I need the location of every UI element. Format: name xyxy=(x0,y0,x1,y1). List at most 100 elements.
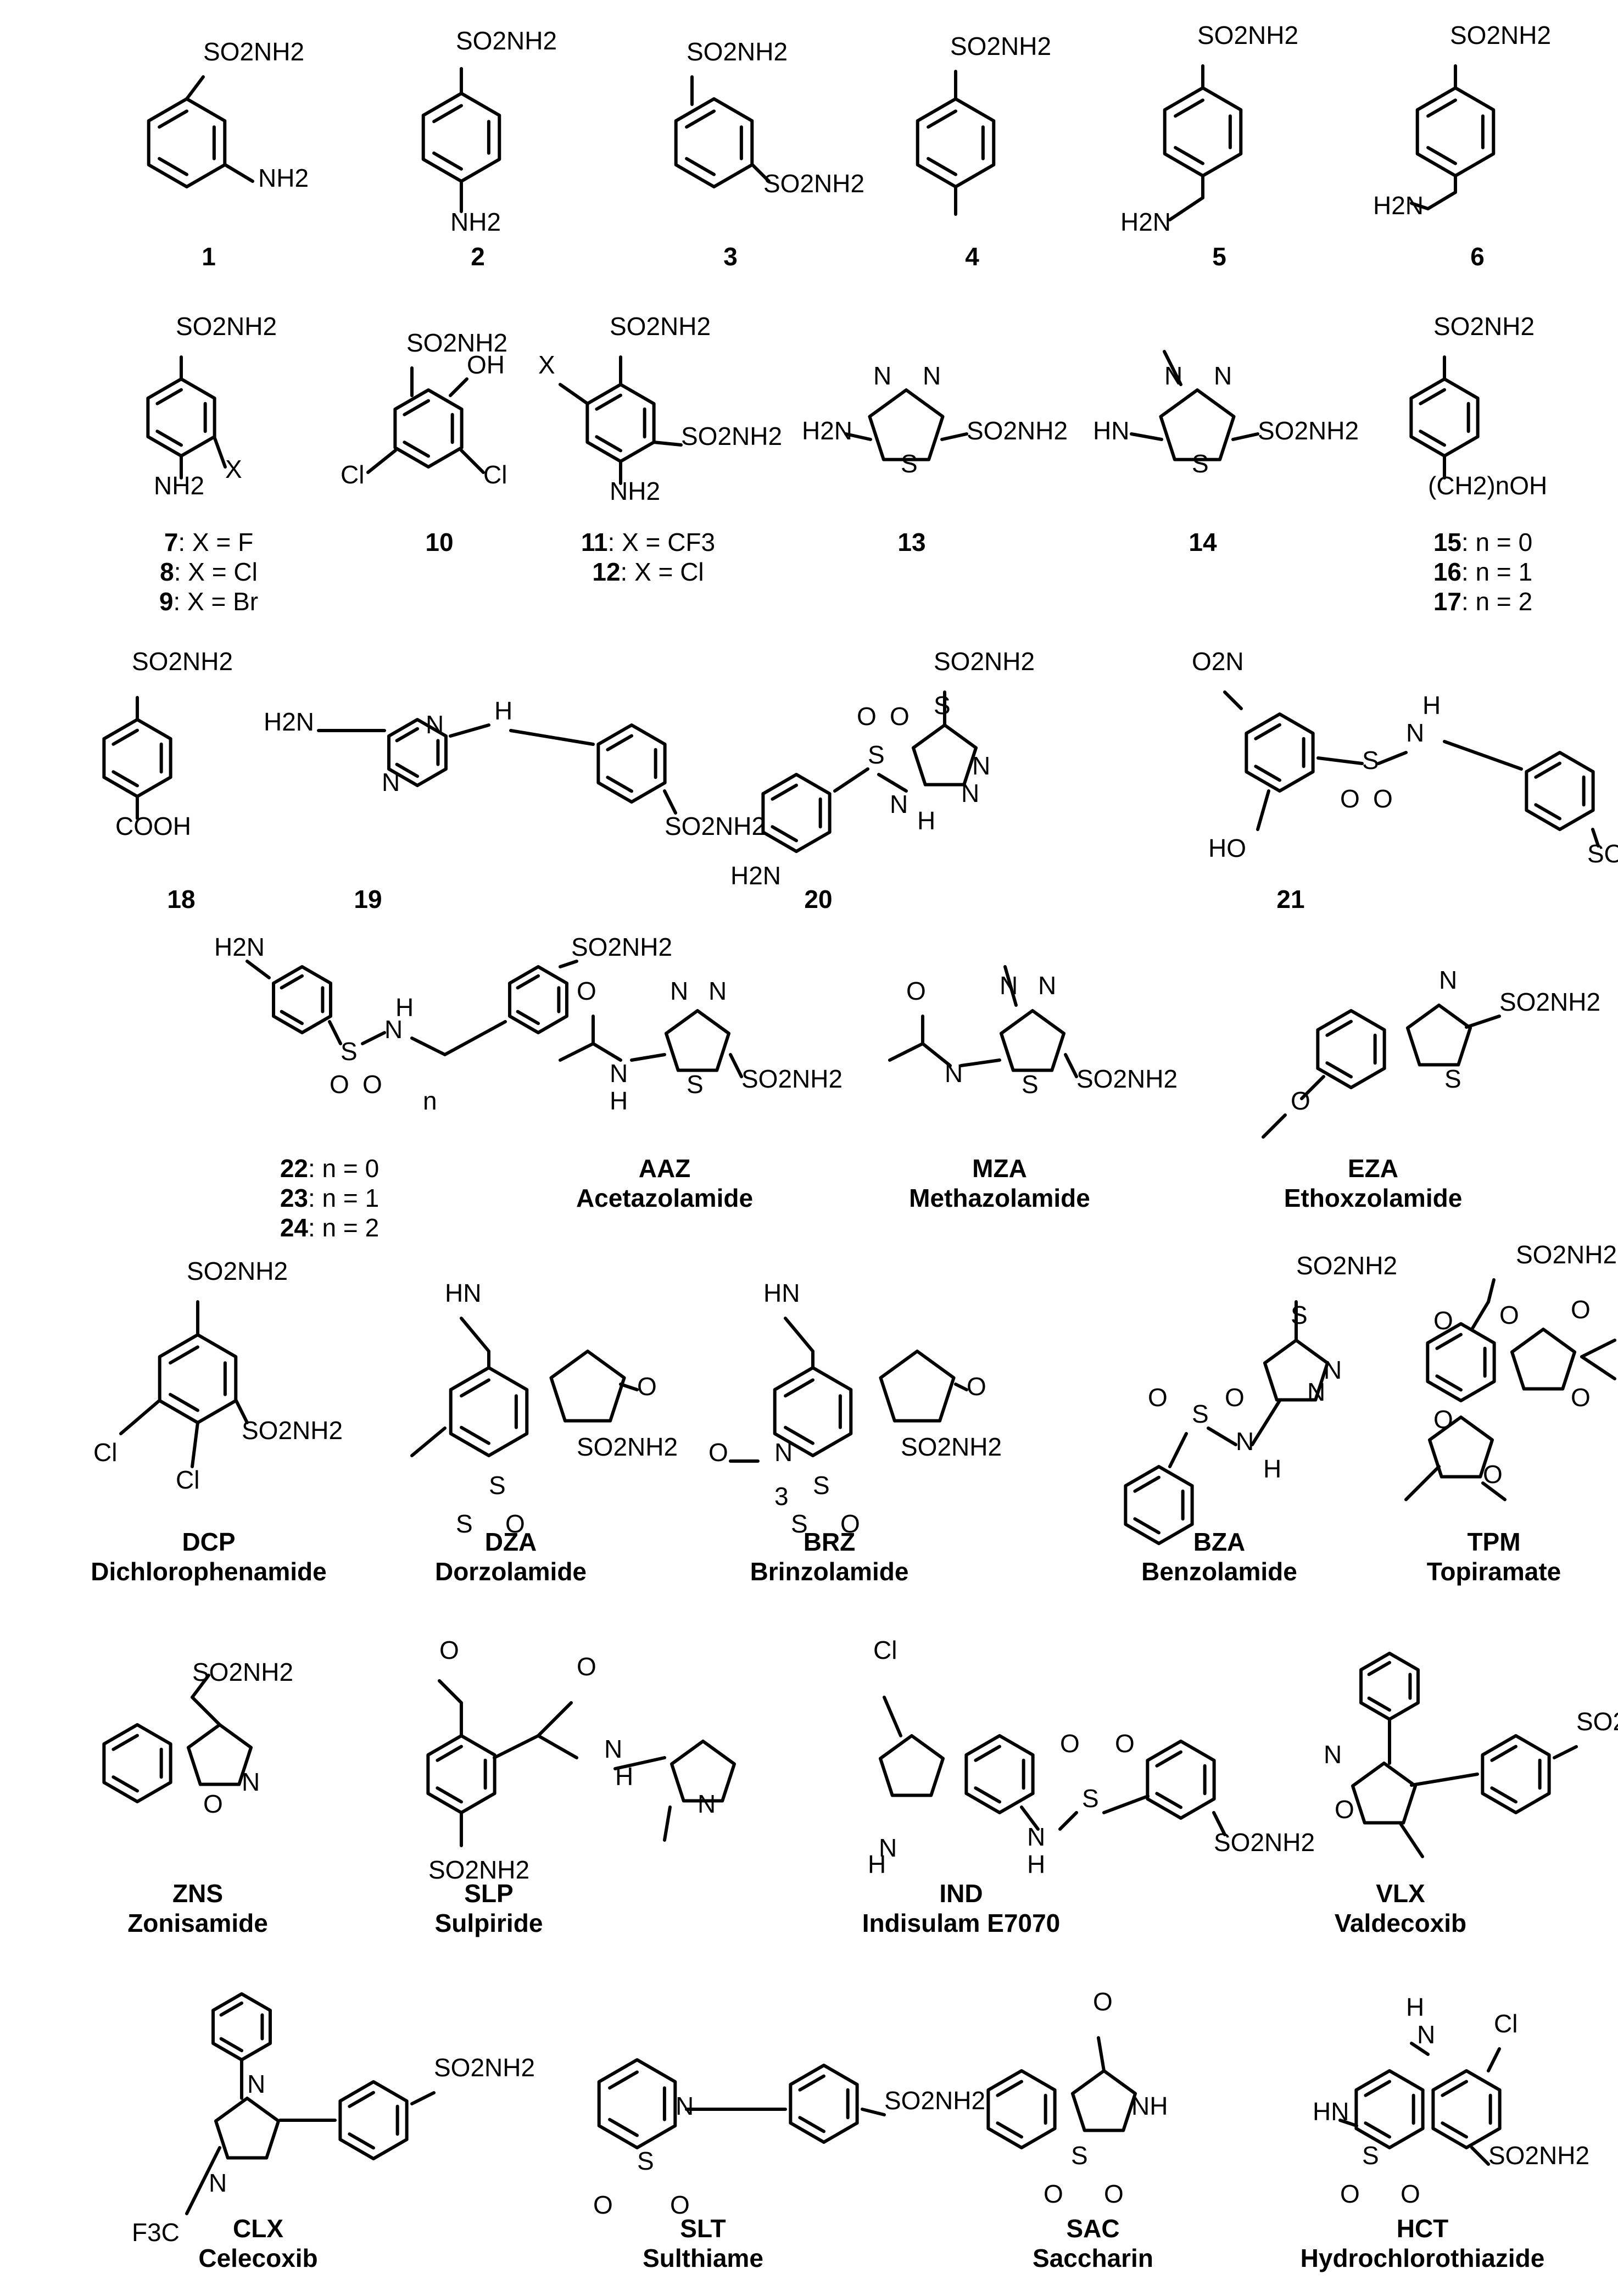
bond xyxy=(366,449,397,474)
five-membered-ring xyxy=(1351,1762,1418,1825)
atom-label: O xyxy=(577,977,596,1005)
compound-number: 14 xyxy=(1189,528,1217,556)
variant-definition: : n = 2 xyxy=(308,1213,380,1242)
compound-number: SLP xyxy=(464,1879,514,1908)
atom-label: Cl xyxy=(483,460,507,489)
variant-number: 12 xyxy=(592,558,621,586)
aromatic-bond xyxy=(1364,2121,1391,2139)
five-membered-ring xyxy=(549,1350,626,1423)
five-membered-ring xyxy=(1427,1416,1494,1479)
atom-label: Cl xyxy=(1494,2009,1517,2038)
compound-number: HCT xyxy=(1396,2214,1449,2243)
atom-label: N xyxy=(961,779,979,807)
bond xyxy=(191,1674,210,1699)
five-membered-ring xyxy=(669,1740,737,1803)
bond xyxy=(1102,1795,1150,1814)
compound-number: 19 xyxy=(354,885,382,913)
atom-label: S xyxy=(1362,746,1379,774)
compound-number: 10 xyxy=(425,528,454,556)
atom-label: n xyxy=(423,1086,437,1115)
substituent-variant: 17: n = 2 xyxy=(1351,587,1615,616)
compound-number: TPM xyxy=(1467,1528,1521,1556)
atom-label: SO2NH2 xyxy=(1450,21,1551,49)
substituent-variant: 7: X = F xyxy=(77,527,341,557)
bond xyxy=(1097,2036,1106,2072)
compound-number: 3 xyxy=(723,242,738,271)
variant-number: 15 xyxy=(1433,528,1461,556)
bond xyxy=(1553,1745,1578,1759)
compound-number: 2 xyxy=(471,242,485,271)
structure-drawing: SO2NH2 xyxy=(916,32,1051,216)
atom-label: HN xyxy=(763,1279,800,1307)
bond xyxy=(1251,1399,1281,1446)
atom-label: S xyxy=(341,1037,358,1066)
five-membered-ring xyxy=(1405,1004,1472,1067)
structure-drawing: NOSO2NH2 xyxy=(1324,1652,1618,1858)
aromatic-bond xyxy=(348,2132,375,2150)
atom-label: O xyxy=(708,1438,728,1467)
aromatic-bond xyxy=(1441,2080,1468,2097)
atom-label: SO2NH2 xyxy=(681,422,782,450)
aromatic-bond xyxy=(798,2116,825,2133)
five-membered-ring xyxy=(1070,2069,1137,2132)
compound-number: SLT xyxy=(680,2214,726,2243)
atom-label: O xyxy=(840,1509,860,1538)
atom-label: O xyxy=(1571,1383,1591,1412)
bond xyxy=(559,1042,595,1062)
aromatic-bond xyxy=(348,2091,375,2108)
atom-label: O xyxy=(362,1070,382,1099)
bond xyxy=(1212,1811,1226,1836)
atom-label: Cl xyxy=(176,1465,199,1494)
atom-label: H2N xyxy=(1373,191,1424,220)
aromatic-bond xyxy=(608,2117,639,2137)
bond xyxy=(235,1399,249,1424)
atom-label: O xyxy=(1373,784,1393,813)
atom-label: S xyxy=(456,1509,473,1538)
atom-label: S xyxy=(1444,1065,1461,1093)
compound-number: 13 xyxy=(897,528,926,556)
atom-label: HN xyxy=(1093,416,1129,445)
six-membered-ring xyxy=(789,2064,859,2144)
five-membered-ring xyxy=(911,723,978,787)
variant-definition: : n = 2 xyxy=(1461,587,1533,616)
five-membered-ring xyxy=(878,1734,945,1797)
atom-label: N xyxy=(1406,718,1424,747)
variant-definition: : X = Cl xyxy=(174,558,258,586)
atom-label: N xyxy=(604,1735,622,1763)
bond xyxy=(1470,1300,1490,1331)
aromatic-bond xyxy=(1133,1475,1161,1493)
atom-label: OH xyxy=(467,350,505,379)
six-membered-ring xyxy=(1124,1465,1194,1545)
atom-label: H xyxy=(1263,1454,1281,1483)
atom-label: O xyxy=(203,1790,223,1818)
compound-number: VLX xyxy=(1376,1879,1425,1908)
bond xyxy=(443,1020,507,1056)
atom-label: SO2NH2 xyxy=(1258,416,1359,445)
variant-number: 16 xyxy=(1433,558,1461,586)
atom-label: SO2NH2 xyxy=(406,328,507,357)
atom-label: O xyxy=(857,702,877,731)
atom-label: O xyxy=(593,2191,613,2219)
atom-label: N xyxy=(1324,1356,1342,1384)
aromatic-bond xyxy=(1325,1019,1353,1037)
atom-label: N xyxy=(1000,971,1018,1000)
atom-label: O xyxy=(967,1372,986,1401)
bond xyxy=(1426,191,1457,210)
